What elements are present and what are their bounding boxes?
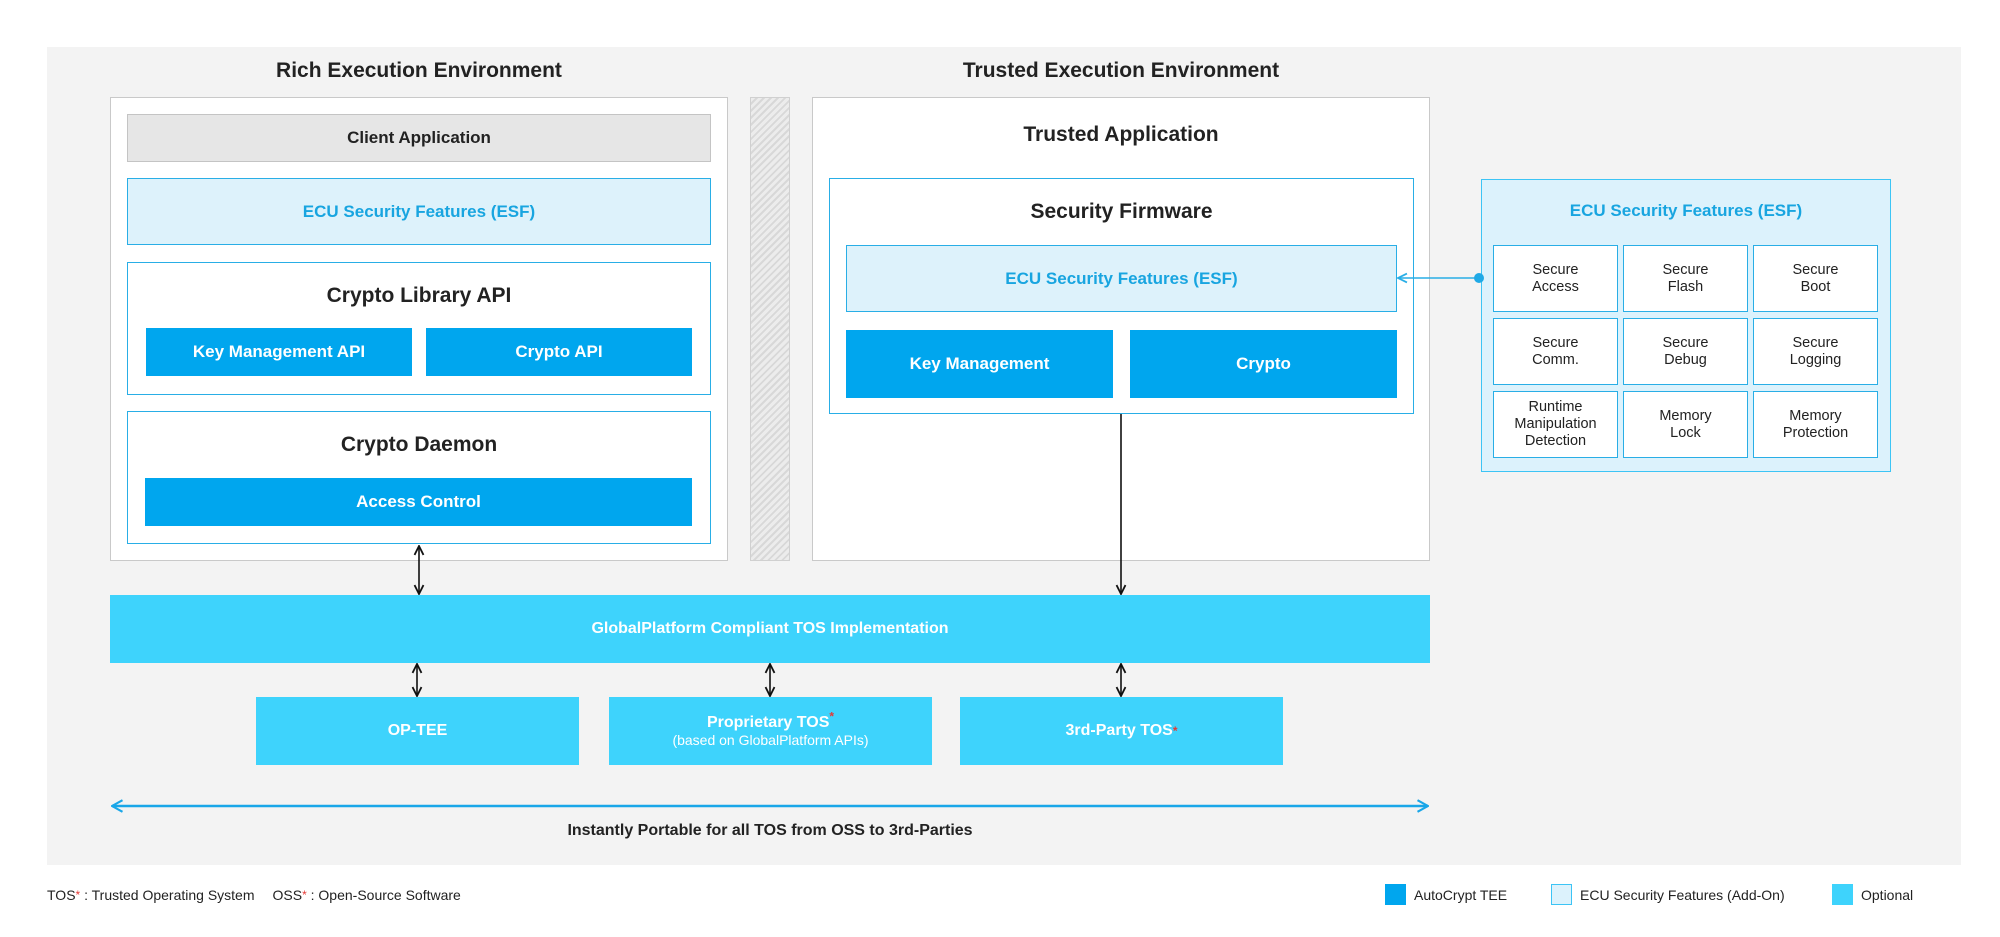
client-application-box: Client Application [127, 114, 711, 162]
legend-label-optional: Optional [1861, 886, 1914, 903]
footnote-oss-def: : Open-Source Software [306, 887, 461, 903]
firmware-esf-box: ECU Security Features (ESF) [846, 245, 1397, 312]
feature-runtime-manipulation-detection: Runtime Manipulation Detection [1493, 391, 1618, 458]
feature-secure-access: Secure Access [1493, 245, 1618, 312]
proprietary-tos-label: Proprietary TOS* [706, 709, 835, 731]
legend-label-autocrypt-tee: AutoCrypt TEE [1414, 886, 1508, 903]
security-firmware-title: Security Firmware [1030, 200, 1213, 223]
secure-world-separator [750, 97, 790, 561]
footnote-oss-abbr: OSS [272, 887, 303, 903]
proprietary-tos-note: (based on GlobalPlatform APIs) [672, 732, 869, 748]
feature-secure-comm: Secure Comm. [1493, 318, 1618, 385]
legend-swatch-esf-addon [1551, 884, 1572, 905]
op-tee-box: OP-TEE [256, 697, 579, 765]
tos-implementation-bar: GlobalPlatform Compliant TOS Implementat… [110, 595, 1430, 663]
legend-swatch-autocrypt-tee [1385, 884, 1406, 905]
trusted-application-title: Trusted Application [1023, 123, 1219, 146]
rich-env-title: Rich Execution Environment [276, 59, 562, 82]
esf-link-dot [1474, 273, 1484, 283]
key-management-api-box: Key Management API [146, 328, 412, 376]
feature-memory-lock: Memory Lock [1623, 391, 1748, 458]
feature-secure-flash: Secure Flash [1623, 245, 1748, 312]
esf-features-title: ECU Security Features (ESF) [1569, 201, 1803, 220]
key-management-box: Key Management [846, 330, 1113, 398]
trusted-env-title: Trusted Execution Environment [962, 59, 1280, 82]
third-party-tos-label: 3rd-Party TOS [1065, 722, 1173, 739]
rich-esf-box: ECU Security Features (ESF) [127, 178, 711, 245]
footnotes: TOS* : Trusted Operating System OSS* : O… [47, 887, 461, 903]
feature-secure-boot: Secure Boot [1753, 245, 1878, 312]
proprietary-tos-box: Proprietary TOS* (based on GlobalPlatfor… [609, 697, 932, 765]
legend-label-esf-addon: ECU Security Features (Add-On) [1580, 886, 1785, 903]
crypto-daemon-title: Crypto Daemon [340, 433, 498, 456]
crypto-api-box: Crypto API [426, 328, 692, 376]
feature-secure-debug: Secure Debug [1623, 318, 1748, 385]
access-control-box: Access Control [145, 478, 692, 526]
crypto-box: Crypto [1130, 330, 1397, 398]
portable-caption: Instantly Portable for all TOS from OSS … [567, 822, 973, 839]
third-party-tos-box: 3rd-Party TOS* [960, 697, 1283, 765]
feature-secure-logging: Secure Logging [1753, 318, 1878, 385]
crypto-library-api-title: Crypto Library API [326, 284, 512, 307]
esf-features-grid: Secure Access Secure Flash Secure Boot S… [1493, 245, 1879, 458]
feature-memory-protection: Memory Protection [1753, 391, 1878, 458]
legend-swatch-optional [1832, 884, 1853, 905]
footnote-tos-abbr: TOS [47, 887, 76, 903]
footnote-tos-def: : Trusted Operating System [80, 887, 255, 903]
